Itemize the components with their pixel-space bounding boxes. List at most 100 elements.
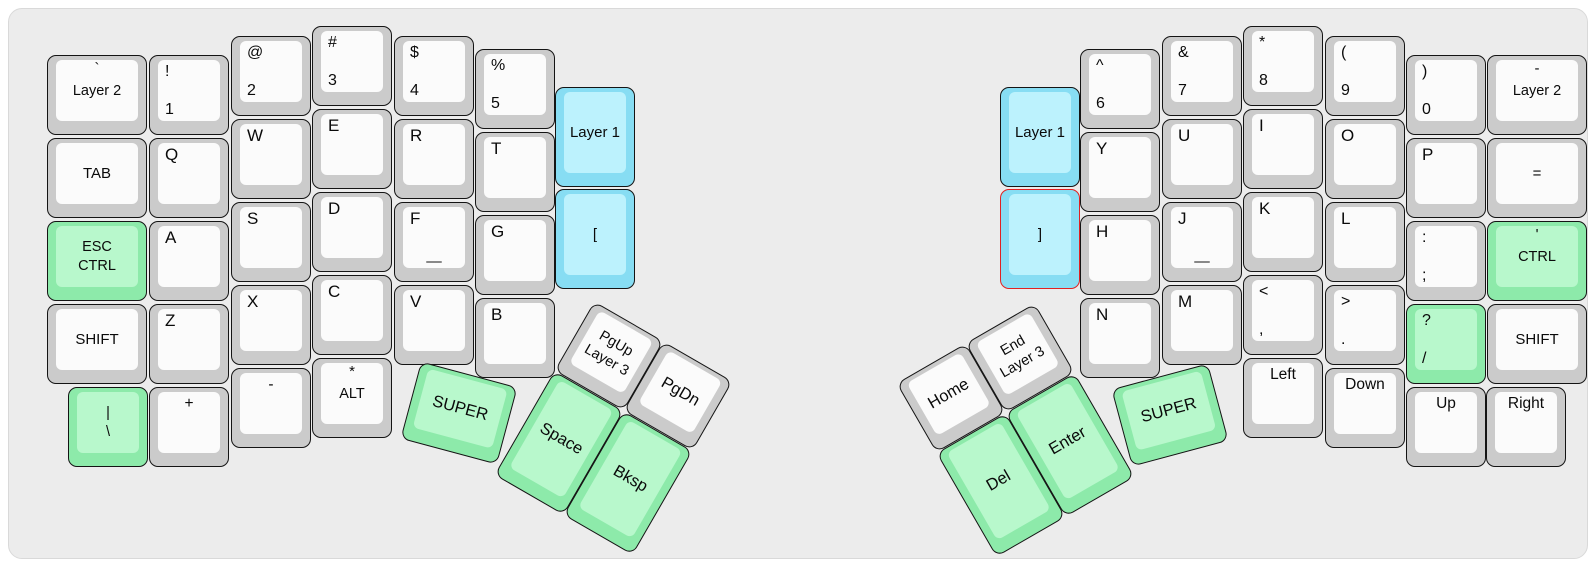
key-h[interactable]: H	[1080, 215, 1160, 295]
key-label: *	[1259, 34, 1266, 51]
key-label: H	[1096, 222, 1109, 241]
keycap-top: |\	[77, 392, 139, 453]
keycap-top: E	[321, 114, 383, 175]
key-arrow-up[interactable]: Up	[1406, 387, 1486, 467]
key-e[interactable]: E	[312, 109, 392, 189]
key-n[interactable]: N	[1080, 298, 1160, 378]
key-label: |	[106, 404, 110, 421]
keycap-top: D	[321, 197, 383, 258]
key-t[interactable]: T	[475, 132, 555, 212]
key-asterisk-8[interactable]: *8	[1243, 26, 1323, 106]
key-dollar-4[interactable]: $4	[394, 36, 474, 116]
key-tab[interactable]: TAB	[47, 138, 147, 218]
keycap-top: 'CTRL	[1496, 226, 1578, 287]
key-arrow-left[interactable]: Left	[1243, 358, 1323, 438]
key-label: U	[1178, 126, 1191, 145]
keycap-top: *8	[1252, 31, 1314, 92]
key-exclamation-1[interactable]: !1	[149, 55, 229, 135]
keycap-top: Up	[1415, 392, 1477, 453]
key-c[interactable]: C	[312, 275, 392, 355]
key-label: .	[1341, 331, 1346, 348]
key-label: SHIFT	[1515, 331, 1559, 348]
key-arrow-down[interactable]: Down	[1325, 368, 1405, 448]
keycap-top: `Layer 2	[56, 60, 138, 121]
key-b[interactable]: B	[475, 298, 555, 378]
key-p[interactable]: P	[1406, 138, 1486, 218]
key-d[interactable]: D	[312, 192, 392, 272]
key-layer1-right[interactable]: Layer 1	[1000, 87, 1080, 187]
keycap-top: W	[240, 124, 302, 185]
key-paren-9[interactable]: (9	[1325, 36, 1405, 116]
key-equals[interactable]: =	[1487, 138, 1587, 218]
key-i[interactable]: I	[1243, 109, 1323, 189]
key-paren-0[interactable]: )0	[1406, 55, 1486, 135]
key-label: S	[247, 209, 259, 228]
key-label: <	[1259, 283, 1269, 300]
key-question-slash[interactable]: ?/	[1406, 304, 1486, 384]
key-label: )	[1422, 63, 1428, 80]
key-w[interactable]: W	[231, 119, 311, 199]
key-shift-right[interactable]: SHIFT	[1487, 304, 1587, 384]
key-bracket-open[interactable]: [	[555, 189, 635, 289]
key-colon-semicolon[interactable]: :;	[1406, 221, 1486, 301]
key-quote-ctrl[interactable]: 'CTRL	[1487, 221, 1587, 301]
key-label: T	[491, 139, 502, 158]
key-q[interactable]: Q	[149, 138, 229, 218]
key-hash-3[interactable]: #3	[312, 26, 392, 106]
keycap-top: Layer 1	[1009, 92, 1071, 173]
key-label: ^	[1096, 57, 1104, 74]
key-g[interactable]: G	[475, 215, 555, 295]
key-bracket-close[interactable]: ]	[1000, 189, 1080, 289]
key-f[interactable]: F	[394, 202, 474, 282]
key-r[interactable]: R	[394, 119, 474, 199]
key-j[interactable]: J	[1162, 202, 1242, 282]
key-x[interactable]: X	[231, 285, 311, 365]
keycap-top: Q	[158, 143, 220, 204]
key-layer1-left[interactable]: Layer 1	[555, 87, 635, 187]
key-o[interactable]: O	[1325, 119, 1405, 199]
key-label: !	[165, 63, 170, 80]
key-percent-5[interactable]: %5	[475, 49, 555, 129]
key-comma[interactable]: <,	[1243, 275, 1323, 355]
key-label: Layer 2	[1512, 82, 1562, 99]
key-v[interactable]: V	[394, 285, 474, 365]
key-z[interactable]: Z	[149, 304, 229, 384]
key-l[interactable]: L	[1325, 202, 1405, 282]
key-star-alt[interactable]: *ALT	[312, 358, 392, 438]
key-label: ]	[1037, 226, 1043, 243]
key-caret-6[interactable]: ^6	[1080, 49, 1160, 129]
key-label: P	[1422, 145, 1434, 164]
key-layer2-left[interactable]: `Layer 2	[47, 55, 147, 135]
keycap-top: :;	[1415, 226, 1477, 287]
key-shift-left[interactable]: SHIFT	[47, 304, 147, 384]
key-label: ,	[1259, 321, 1264, 338]
keycap-top: U	[1171, 124, 1233, 185]
keycap-top: -	[240, 373, 302, 434]
key-m[interactable]: M	[1162, 285, 1242, 365]
keycap-top: B	[484, 303, 546, 364]
key-label: %	[491, 57, 506, 74]
key-u[interactable]: U	[1162, 119, 1242, 199]
key-s[interactable]: S	[231, 202, 311, 282]
key-label: ALT	[339, 385, 365, 402]
key-minus-layer2[interactable]: -Layer 2	[1487, 55, 1587, 135]
keycap-top: K	[1252, 197, 1314, 258]
key-minus-left[interactable]: -	[231, 368, 311, 448]
keycap-top: Layer 1	[564, 92, 626, 173]
keycap-top: C	[321, 280, 383, 341]
key-y[interactable]: Y	[1080, 132, 1160, 212]
key-label: Down	[1345, 376, 1385, 393]
key-label: E	[328, 116, 340, 135]
key-a[interactable]: A	[149, 221, 229, 301]
key-arrow-right[interactable]: Right	[1486, 387, 1566, 467]
key-at-2[interactable]: @2	[231, 36, 311, 116]
key-period[interactable]: >.	[1325, 285, 1405, 365]
keycap-top: =	[1496, 143, 1578, 204]
key-pipe-backslash[interactable]: |\	[68, 387, 148, 467]
key-plus[interactable]: +	[149, 387, 229, 467]
key-ampersand-7[interactable]: &7	[1162, 36, 1242, 116]
key-super-right[interactable]: SUPER	[1111, 363, 1229, 467]
key-label: 2	[247, 82, 256, 99]
key-k[interactable]: K	[1243, 192, 1323, 272]
